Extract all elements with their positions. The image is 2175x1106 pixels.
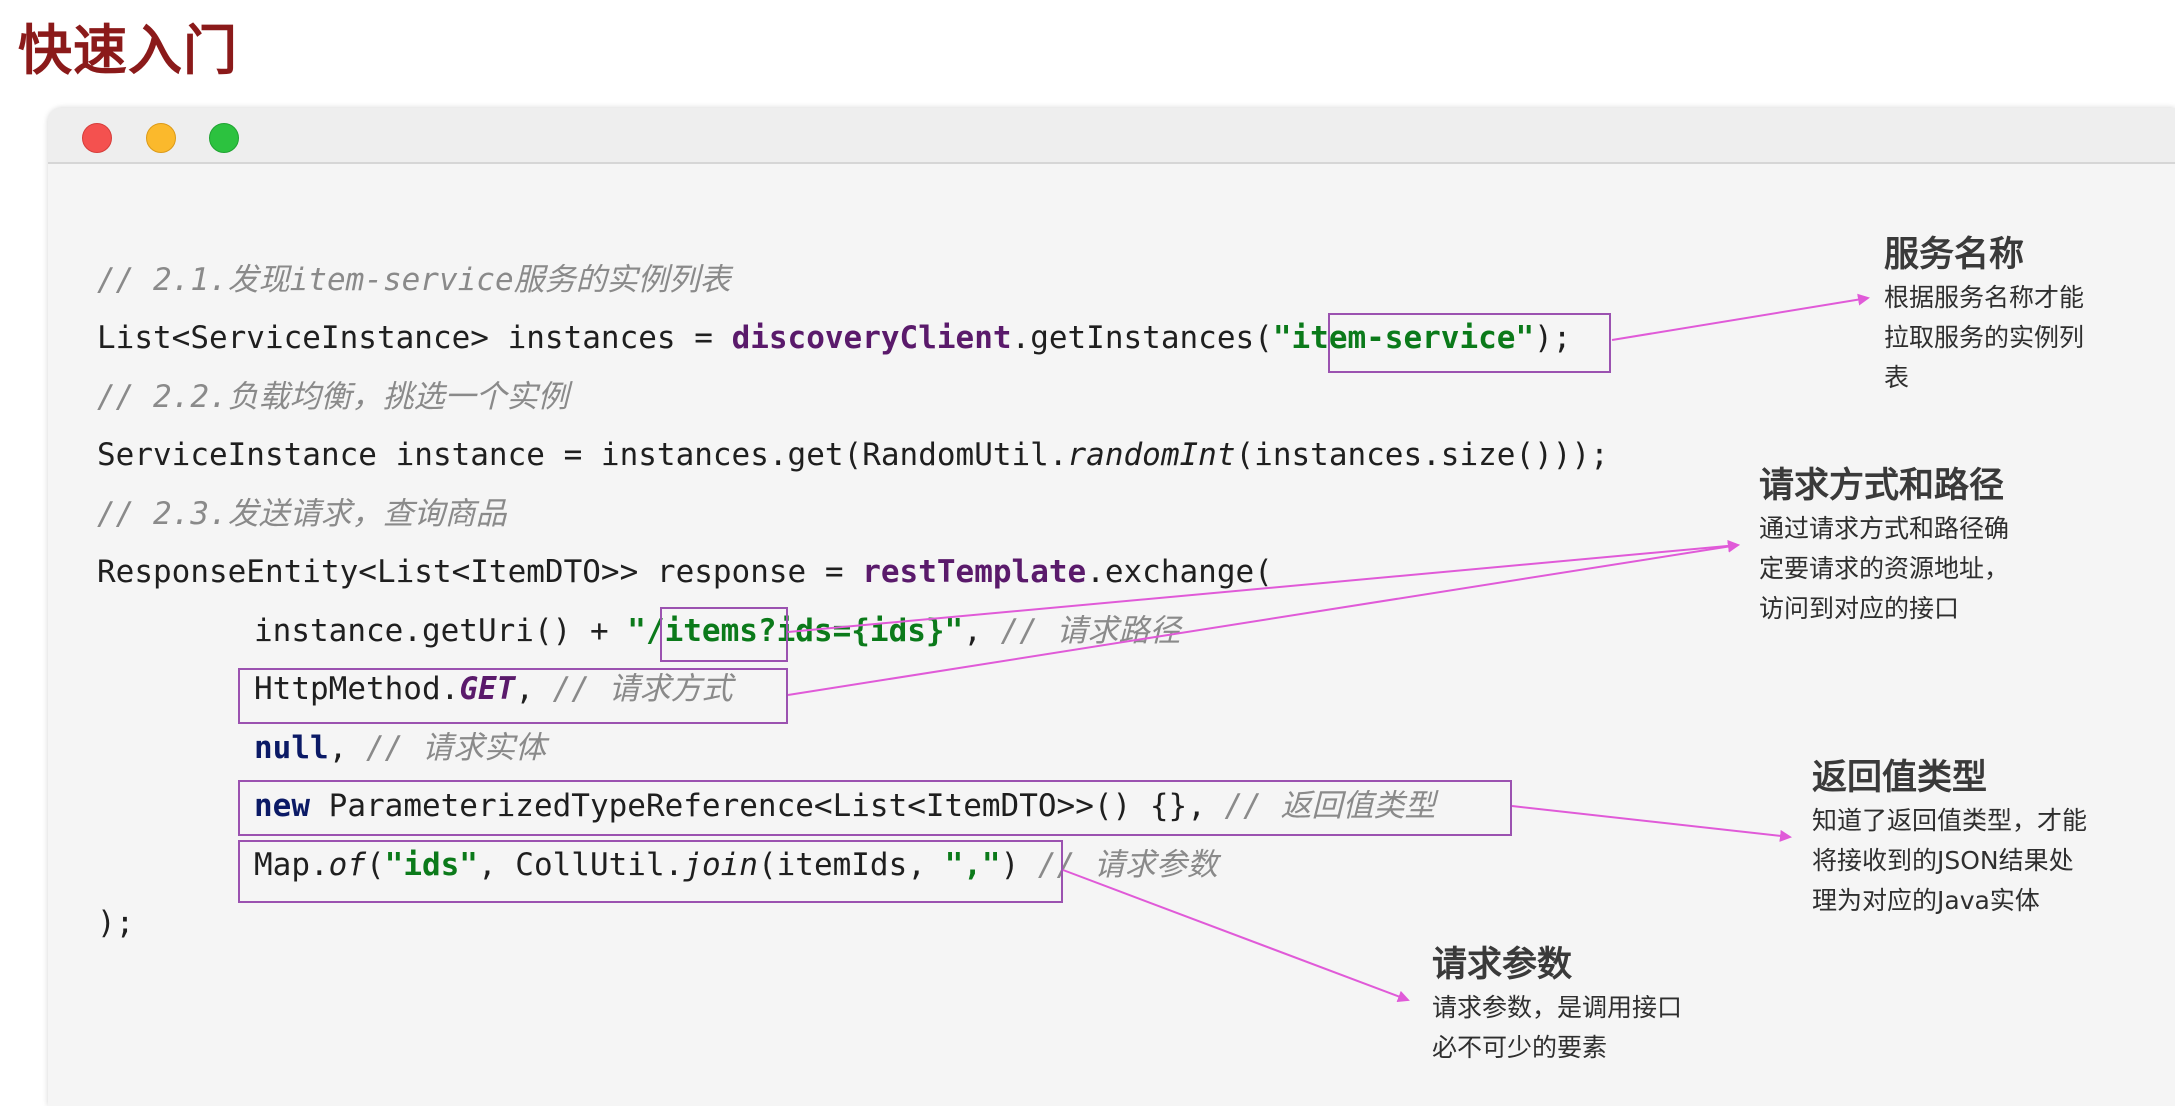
code-token: restTemplate xyxy=(862,554,1087,590)
code-token: ResponseEntity<List<ItemDTO>> response = xyxy=(97,554,863,590)
code-token: new xyxy=(254,788,310,824)
code-line-12: ); xyxy=(97,903,134,943)
code-token: List<ServiceInstance> instances = xyxy=(97,320,732,356)
note-line: 理为对应的Java实体 xyxy=(1812,886,2040,915)
close-button[interactable] xyxy=(82,123,112,153)
code-line-4: ServiceInstance instance = instances.get… xyxy=(97,435,1609,475)
code-token: (instances.size())); xyxy=(1235,437,1609,473)
note-method-path: 请求方式和路径 通过请求方式和路径确 定要请求的资源地址， 访问到对应的接口 xyxy=(1759,463,2009,629)
highlight-request-params xyxy=(238,840,1063,903)
code-token: discoveryClient xyxy=(731,320,1012,356)
highlight-request-path xyxy=(660,607,788,662)
code-comment: // 请求方式 xyxy=(552,671,733,707)
note-line: 拉取服务的实例列 xyxy=(1884,323,2085,352)
code-token: null xyxy=(254,730,329,766)
highlight-return-type xyxy=(238,780,1512,836)
window-titlebar xyxy=(48,108,2175,164)
code-token: "ids" xyxy=(384,847,478,883)
note-service-name: 服务名称 根据服务名称才能 拉取服务的实例列 表 xyxy=(1884,232,2084,398)
code-token: "," xyxy=(944,847,1001,883)
minimize-button[interactable] xyxy=(146,123,176,153)
code-token: randomInt xyxy=(1067,437,1236,473)
code-token: , CollUtil. xyxy=(477,847,684,883)
note-line: 知道了返回值类型，才能 xyxy=(1812,806,2088,835)
code-comment: // 返回值类型 xyxy=(1224,788,1436,824)
code-token: , xyxy=(963,613,1001,649)
code-token: instance.getUri() + xyxy=(254,613,628,649)
code-token: HttpMethod. xyxy=(254,671,460,707)
highlight-request-method xyxy=(238,668,788,724)
code-comment: // 请求实体 xyxy=(365,730,546,766)
maximize-button[interactable] xyxy=(209,123,239,153)
code-comment: // 请求路径 xyxy=(1000,613,1181,649)
note-line: 访问到对应的接口 xyxy=(1759,594,1960,623)
code-line-5: // 2.3.发送请求，查询商品 xyxy=(97,494,507,534)
code-token: .getInstances( xyxy=(1011,320,1273,356)
code-token: of xyxy=(328,847,366,883)
code-token: , xyxy=(515,671,553,707)
code-token: Map. xyxy=(254,847,329,883)
code-line-10: new ParameterizedTypeReference<List<Item… xyxy=(254,786,1436,826)
code-token: "item-service" xyxy=(1272,320,1535,356)
note-line: 根据服务名称才能 xyxy=(1884,283,2085,312)
code-line-9: null, // 请求实体 xyxy=(254,728,546,768)
code-token: ) xyxy=(1000,847,1038,883)
note-line: 必不可少的要素 xyxy=(1432,1033,1608,1062)
code-token: ( xyxy=(365,847,385,883)
code-line-1: // 2.1.发现item-service服务的实例列表 xyxy=(97,260,731,300)
code-comment: // 2.2.负载均衡，挑选一个实例 xyxy=(97,379,569,415)
note-line: 请求参数，是调用接口 xyxy=(1432,993,1683,1022)
note-line: 将接收到的JSON结果处 xyxy=(1812,846,2074,875)
note-title: 服务名称 xyxy=(1884,235,2025,275)
note-request-params: 请求参数 请求参数，是调用接口 必不可少的要素 xyxy=(1432,942,1682,1068)
code-line-2: List<ServiceInstance> instances = discov… xyxy=(97,318,1571,358)
code-comment: // 2.1.发现item-service服务的实例列表 xyxy=(97,262,731,298)
note-return-type: 返回值类型 知道了返回值类型，才能 将接收到的JSON结果处 理为对应的Java… xyxy=(1812,755,2087,921)
code-token: ); xyxy=(1534,320,1572,356)
note-line: 定要请求的资源地址， xyxy=(1759,554,2010,583)
code-comment: // 2.3.发送请求，查询商品 xyxy=(97,496,507,532)
code-token: .exchange( xyxy=(1086,554,1273,590)
code-token: ServiceInstance instance = instances.get… xyxy=(97,437,1068,473)
note-title: 请求方式和路径 xyxy=(1759,466,2005,506)
note-line: 通过请求方式和路径确 xyxy=(1759,514,2010,543)
code-token: (itemIds, xyxy=(757,847,945,883)
code-comment: // 请求参数 xyxy=(1037,847,1218,883)
code-token: ); xyxy=(97,905,135,941)
code-line-6: ResponseEntity<List<ItemDTO>> response =… xyxy=(97,552,1273,592)
page-title: 快速入门 xyxy=(18,19,238,82)
note-title: 请求参数 xyxy=(1432,945,1573,985)
code-token: ParameterizedTypeReference<List<ItemDTO>… xyxy=(310,788,1225,824)
highlight-service-name xyxy=(1328,313,1611,373)
note-title: 返回值类型 xyxy=(1812,758,1988,798)
code-line-3: // 2.2.负载均衡，挑选一个实例 xyxy=(97,377,569,417)
code-token: , xyxy=(328,730,366,766)
code-line-8: HttpMethod.GET, // 请求方式 xyxy=(254,669,733,709)
note-line: 表 xyxy=(1884,363,1910,392)
code-token: join xyxy=(683,847,758,883)
code-token: GET xyxy=(459,671,516,707)
